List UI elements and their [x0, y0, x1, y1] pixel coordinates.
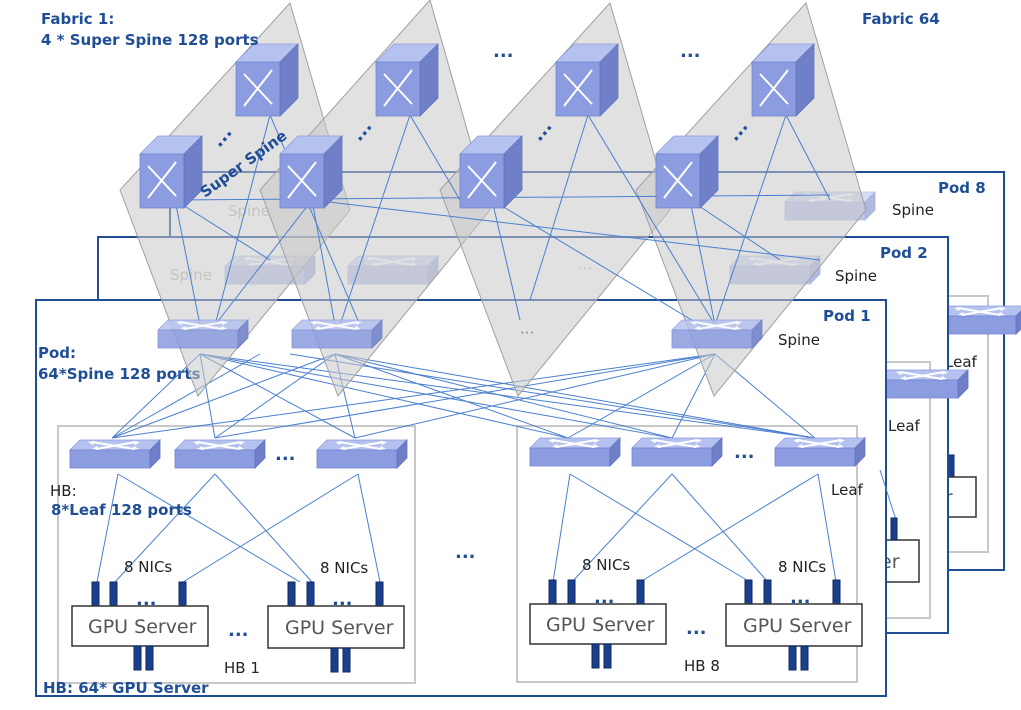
super-spine-switch: [235, 43, 299, 117]
pod-desc-subtitle: 64*Spine 128 ports: [38, 365, 201, 383]
fabric-1-title: Fabric 1:: [41, 10, 114, 28]
nic-ellipsis: ...: [594, 587, 615, 608]
pod-1-spine-label: Spine: [778, 331, 820, 349]
spine-switch: [157, 319, 249, 349]
super-spine-switch: [655, 135, 719, 209]
gpu-server-label: GPU Server: [743, 615, 852, 637]
fabric-ellipsis: ...: [493, 41, 514, 62]
hb-1-leaf-switches: [69, 439, 408, 469]
super-spine-switch: [279, 135, 343, 209]
super-spine-switch: [139, 135, 203, 209]
spine-leaf-links: [111, 353, 816, 439]
hb-8-leaf-switches: [529, 437, 866, 467]
leaf-ellipsis: ...: [275, 444, 296, 465]
super-spine-switch: [555, 43, 619, 117]
fabric-64-title: Fabric 64: [862, 10, 940, 28]
gpu-server-box: [529, 603, 667, 645]
hb-footer-label: HB: 64* GPU Server: [43, 679, 209, 697]
spine-switch: [291, 319, 383, 349]
hb-1-box: [57, 425, 416, 684]
spine-switch: [671, 319, 763, 349]
gpu-server-label: GPU Server: [546, 614, 655, 636]
fabric-1-subtitle: 4 * Super Spine 128 ports: [41, 31, 259, 49]
gpu-server-label: GPU Server: [88, 616, 197, 638]
nic-ellipsis: ...: [332, 589, 353, 610]
leaf-switch: [69, 439, 161, 469]
leaf-switch: [529, 437, 621, 467]
gpu-server-label: GPU Server: [285, 617, 394, 639]
nics-label: 8 NICs: [320, 559, 368, 577]
hb-desc-subtitle: 8*Leaf 128 ports: [51, 501, 192, 519]
pod-2-spine-label: Spine: [835, 267, 877, 285]
super-spine-links: [174, 114, 831, 326]
hb-ellipsis: ...: [455, 542, 476, 563]
server-ellipsis: ...: [686, 618, 707, 639]
nics-label: 8 NICs: [582, 556, 630, 574]
leaf-switch: [774, 437, 866, 467]
nic-ellipsis: ...: [790, 587, 811, 608]
nic-ellipsis: ...: [136, 589, 157, 610]
pod-1-label: Pod 1: [823, 307, 871, 325]
leaf-switch: [631, 437, 723, 467]
hb-1-label: HB 1: [224, 659, 260, 677]
pod-8-leaf-label: Leaf: [945, 353, 978, 371]
leaf-server-links: [96, 469, 897, 583]
pod-2-label: Pod 2: [880, 244, 928, 262]
leaf-ellipsis: ...: [734, 442, 755, 463]
nic-port: [890, 517, 898, 541]
leaf-switch: [174, 439, 266, 469]
nics-label: 8 NICs: [124, 558, 172, 576]
nics-label: 8 NICs: [778, 558, 826, 576]
pod-8-spine-label: Spine: [892, 201, 934, 219]
leaf-switch: [316, 439, 408, 469]
hb-8-box: [516, 425, 858, 683]
gpu-server-group: GPU Server ... GPU Server ... GPU Server…: [71, 579, 863, 673]
hb-8-label: HB 8: [684, 657, 720, 675]
fabric-ellipsis: ...: [680, 41, 701, 62]
plane-ellipsis: ···: [520, 324, 534, 342]
pod-2-leaf-label: Leaf: [888, 417, 921, 435]
server-ellipsis: ...: [228, 620, 249, 641]
super-spine-switch: [375, 43, 439, 117]
super-spine-switch: [751, 43, 815, 117]
pod-8-label: Pod 8: [938, 179, 986, 197]
pod-1-leaf-label: Leaf: [831, 481, 864, 499]
super-spine-switch: [459, 135, 523, 209]
pod-2-leaf-switch: [877, 369, 969, 399]
hb-desc-title: HB:: [50, 482, 77, 500]
pod-desc-title: Pod:: [38, 344, 76, 362]
